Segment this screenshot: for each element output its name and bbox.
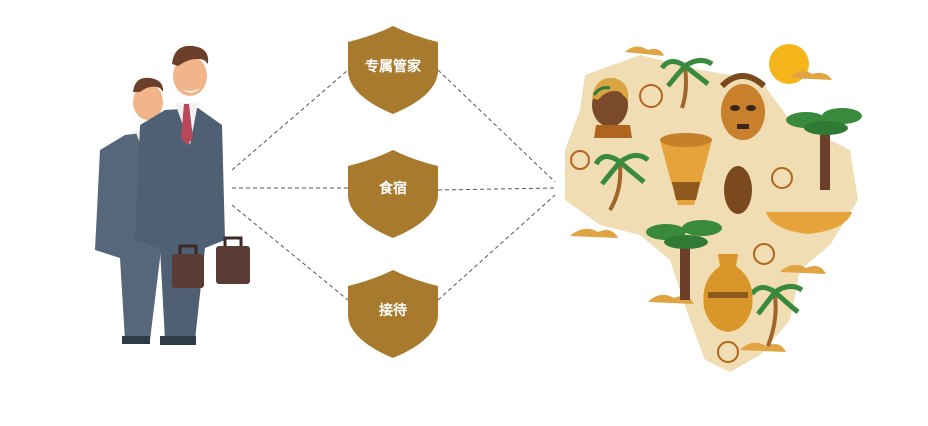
vase-icon: [703, 254, 753, 332]
cloud-icon-4: [780, 264, 826, 274]
service-label-reception: 接待: [379, 303, 407, 319]
businessman-front: [135, 45, 225, 345]
service-label-food-lodging: 食宿: [379, 181, 407, 197]
cloud-icon-6: [740, 342, 786, 352]
spiral-icon-3: [771, 167, 793, 189]
africa-map: [565, 55, 858, 372]
palm-tree-icon-1: [659, 58, 714, 109]
service-label-butler: 专属管家: [365, 59, 421, 75]
connector-men-bottom: [231, 204, 349, 301]
palm-tree-icon-3: [749, 284, 804, 347]
spiral-icon-1: [639, 84, 663, 108]
briefcase-icon-right: [216, 236, 250, 284]
bowl-icon: [766, 212, 852, 234]
spiral-icon-5: [717, 341, 739, 363]
palm-tree-icon-2: [593, 153, 650, 212]
connector-men-top: [231, 69, 349, 171]
mask-icon: [719, 73, 767, 140]
cloud-icon-3: [570, 228, 618, 238]
cloud-icon-1: [790, 70, 832, 80]
spiral-icon-4: [753, 243, 775, 265]
baobab-tree-icon-1: [786, 108, 862, 190]
drum-icon: [660, 133, 712, 205]
briefcase-icon-left: [172, 244, 204, 288]
connector-map-top: [437, 69, 556, 183]
cloud-icon-2: [625, 46, 664, 56]
baobab-tree-icon-2: [646, 220, 722, 300]
portrait-icon: [592, 77, 632, 138]
leaf-ornament-icon: [724, 166, 752, 214]
connector-map-mid: [437, 187, 556, 191]
spiral-icon-2: [570, 150, 590, 170]
connector-map-bottom: [437, 194, 556, 301]
